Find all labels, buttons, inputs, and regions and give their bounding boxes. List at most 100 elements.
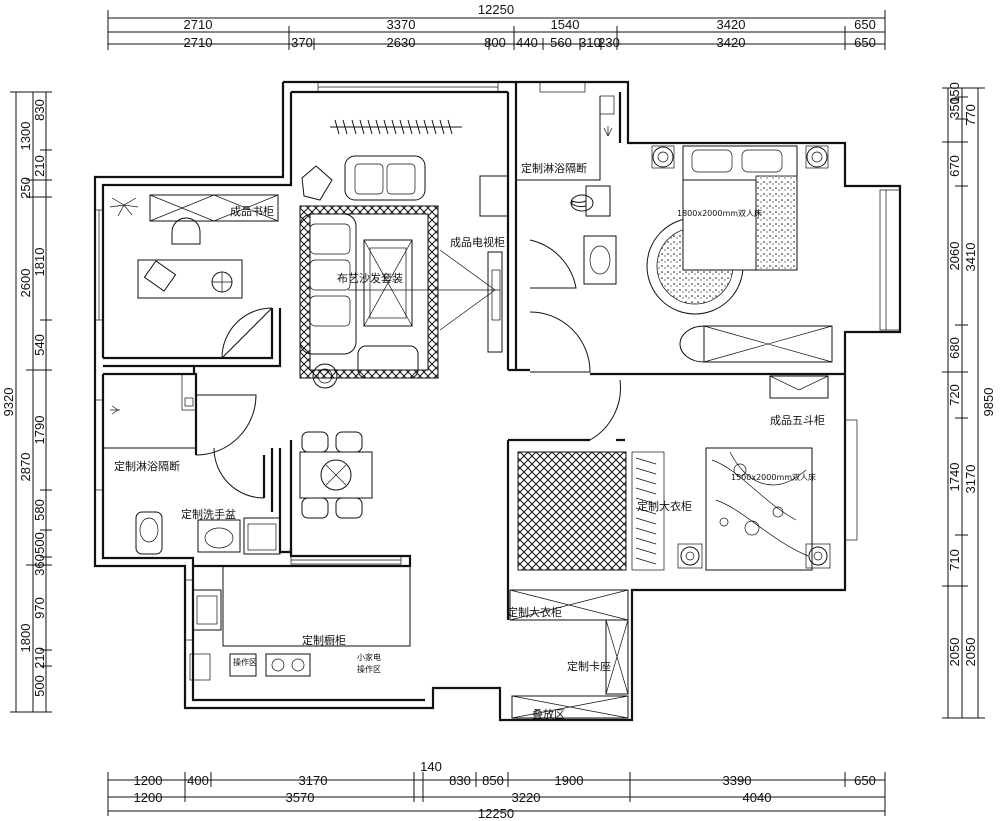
bottom-dimensions: 140 1200 400 3170 830 850 1900 3390 650 … (107, 759, 886, 821)
dim-bottom-8: 650 (854, 773, 876, 788)
dim-top2-6: 560 (550, 35, 572, 50)
dim-top2-9: 3420 (717, 35, 746, 50)
dim-top2-8: 230 (598, 35, 620, 50)
label-wardrobe-hall: 定制大衣柜 (507, 605, 562, 619)
plant-icon (109, 197, 139, 217)
dim-right2-3: 3170 (963, 465, 978, 494)
dim-top2-4: 800 (484, 35, 506, 50)
windows (94, 81, 901, 641)
shower-head-icon (599, 95, 615, 115)
coffee-table (363, 239, 413, 327)
label-operation-area: 操作区 (233, 657, 257, 667)
label-folding-area: 叠放区 (532, 707, 565, 721)
dim-right-9: 2050 (947, 638, 962, 667)
dim-bottom-7: 3390 (723, 773, 752, 788)
label-bed-bottom: 1500x2000mm双人床 (731, 472, 816, 482)
dim-bottom2-2: 3570 (286, 790, 315, 805)
dim-right-1: 150 (947, 82, 962, 104)
armchair-top (344, 155, 426, 201)
toilet-tank (585, 185, 611, 217)
living-room: 布艺沙发套装 成品电视柜 (299, 119, 509, 389)
master-bedroom: 1800x2000mm双人床 (646, 145, 833, 363)
dim-left2-11: 500 (32, 675, 47, 697)
label-sofa: 布艺沙发套装 (337, 271, 403, 285)
dim-bottom2-1: 1200 (134, 790, 163, 805)
toilet-icon (571, 200, 587, 208)
hatched-wardrobe (517, 451, 627, 571)
dim-right-5: 680 (947, 337, 962, 359)
dim-right2-4: 2050 (963, 638, 978, 667)
dim-left2-3: 1810 (32, 248, 47, 277)
dim-top2-7: 310 (579, 35, 601, 50)
dim-right-7: 1740 (947, 463, 962, 492)
hall-wardrobe (509, 589, 629, 621)
dim-top-2: 3370 (387, 17, 416, 32)
label-shower-left: 定制淋浴隔断 (114, 459, 180, 473)
doors (195, 239, 621, 499)
dim-right-total: 9850 (981, 388, 996, 417)
dim-top2-1: 2710 (184, 35, 213, 50)
dim-left2-1: 830 (32, 99, 47, 121)
dim-left2-6: 580 (32, 499, 47, 521)
sink (192, 589, 222, 631)
dim-top-total: 12250 (478, 2, 514, 17)
study-room: 成品书柜 (109, 194, 279, 299)
second-bed (705, 447, 813, 571)
dim-bottom-total: 12250 (478, 806, 514, 821)
dim-left2-4: 540 (32, 334, 47, 356)
dim-left-4: 2870 (18, 453, 33, 482)
stove-icon (265, 653, 311, 677)
hangers (631, 451, 665, 571)
label-kitchen-cabinet: 定制橱柜 (302, 633, 346, 647)
label-appliance-1: 小家电 (357, 652, 381, 662)
dim-left-5: 1800 (18, 624, 33, 653)
dim-right-3: 670 (947, 155, 962, 177)
wash-basin (197, 519, 241, 553)
kitchen: 定制橱柜 操作区 小家电 操作区 (189, 566, 411, 681)
desk (137, 259, 243, 299)
dim-bottom-1: 1200 (134, 773, 163, 788)
dim-bottom-6: 1900 (555, 773, 584, 788)
dim-left2-5: 1790 (32, 416, 47, 445)
dim-right2-2: 3410 (963, 243, 978, 272)
dim-right-4: 2060 (947, 242, 962, 271)
hall-storage: 定制大衣柜 定制卡座 叠放区 (507, 589, 629, 721)
booth-seat (605, 619, 629, 695)
dim-top2-5: 440 (516, 35, 538, 50)
top-dimensions: 12250 2710 3370 1540 3420 650 2710 370 2… (107, 2, 886, 50)
dim-top-1: 2710 (184, 17, 213, 32)
ottoman (357, 345, 419, 379)
label-booth-seat: 定制卡座 (567, 659, 611, 673)
bathroom-left: 定制淋浴隔断 定制洗手盆 (103, 373, 281, 555)
folding-area (511, 695, 629, 719)
master-wardrobe (703, 325, 833, 363)
nightstand-b-right (808, 546, 828, 566)
label-appliance-2: 操作区 (357, 664, 381, 674)
left-dimensions: 9320 1300 250 2600 2870 1800 830 210 181… (1, 91, 52, 713)
floor-lamp-icon (312, 363, 338, 389)
right-dimensions: 150 350 670 2060 680 720 1740 710 2050 7… (942, 82, 996, 719)
dim-top2-2: 370 (291, 35, 313, 50)
label-wardrobe-bed2: 定制大衣柜 (637, 499, 692, 513)
dim-bottom-4: 830 (449, 773, 471, 788)
dim-top2-3: 2630 (387, 35, 416, 50)
dim-left-total: 9320 (1, 388, 16, 417)
toilet-left (135, 511, 163, 555)
dim-bottom2-3: 3220 (512, 790, 541, 805)
interior-walls (103, 92, 845, 620)
sofa-long (299, 213, 357, 355)
dim-left2-9: 970 (32, 597, 47, 619)
dim-left2-10: 210 (32, 647, 47, 669)
dim-bottom-extra: 140 (420, 759, 442, 774)
washing-machine (243, 517, 281, 555)
basin-top (583, 235, 617, 285)
bathroom-top: 定制淋浴隔断 (516, 95, 617, 285)
dim-right2-1: 770 (963, 104, 978, 126)
dim-top-4: 3420 (717, 17, 746, 32)
dim-right-2: 350 (947, 97, 962, 119)
dim-left2-2: 210 (32, 155, 47, 177)
dim-right-6: 720 (947, 384, 962, 406)
dim-right-8: 710 (947, 549, 962, 571)
dim-top-5: 650 (854, 17, 876, 32)
